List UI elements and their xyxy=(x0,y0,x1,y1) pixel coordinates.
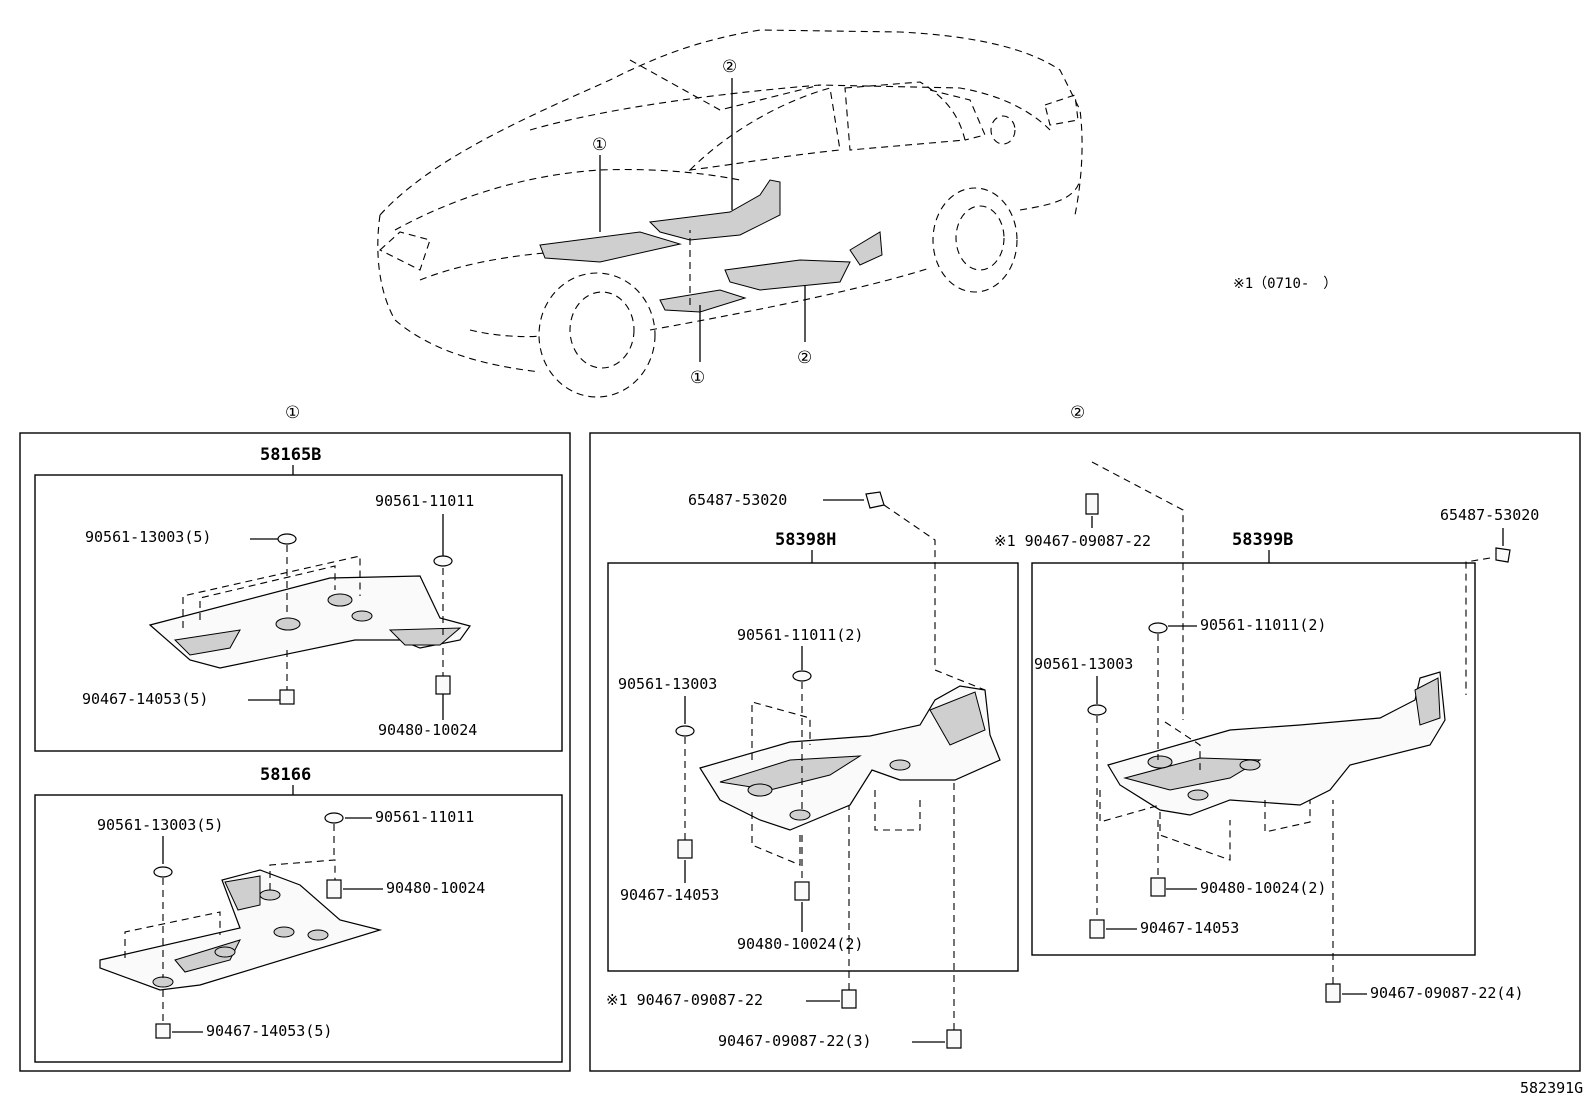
group1a-frame xyxy=(34,474,563,752)
group1b-title: 58166 xyxy=(260,765,311,785)
part-90467-14053-d: 90467-14053 xyxy=(1140,919,1239,937)
car-marker-1-bottom: ① xyxy=(690,368,705,388)
part-90480-10024-2-a: 90480-10024(2) xyxy=(737,935,863,953)
group1-frame xyxy=(19,432,571,1072)
clip-65487-53020-left: 65487-53020 xyxy=(688,491,787,509)
part-90561-11011-b: 90561-11011 xyxy=(375,808,474,826)
group2a-panel xyxy=(699,685,1001,866)
diagram-code: 582391G xyxy=(1520,1079,1583,1097)
group2a-title: 58398H xyxy=(775,530,836,550)
part-90561-13003-d: 90561-13003 xyxy=(1034,655,1133,673)
part-90480-10024-b: 90480-10024 xyxy=(386,879,485,897)
clip-90467-09087-22-4: 90467-09087-22(4) xyxy=(1370,984,1524,1002)
group2b-hardware xyxy=(1087,622,1168,939)
part-90561-13003-c: 90561-13003 xyxy=(618,675,717,693)
clip-65487-53020-right: 65487-53020 xyxy=(1440,506,1539,524)
group2-marker: ② xyxy=(1070,403,1085,423)
group1a-panel xyxy=(148,555,471,669)
clip-90467-09087-22-top: ※1 90467-09087-22 xyxy=(994,532,1151,550)
group1a-title: 58165B xyxy=(260,445,321,465)
part-90561-11011-a: 90561-11011 xyxy=(375,492,474,510)
part-90480-10024-a: 90480-10024 xyxy=(378,721,477,739)
group2a-frame xyxy=(607,562,1019,972)
part-90561-11011-2-a: 90561-11011(2) xyxy=(737,626,863,644)
car-callouts: ① ② ① ② xyxy=(592,57,812,388)
group1b-hardware xyxy=(153,812,344,1039)
group2a-hardware xyxy=(675,670,812,901)
group2b-title: 58399B xyxy=(1232,530,1293,550)
group2b-panel xyxy=(1099,671,1446,861)
clip-90467-09087-22-3: 90467-09087-22(3) xyxy=(718,1032,872,1050)
group1b-panel xyxy=(99,859,383,991)
car-marker-2-top: ② xyxy=(722,57,737,77)
part-90467-14053-c: 90467-14053 xyxy=(620,886,719,904)
group1-marker: ① xyxy=(285,403,300,423)
part-90467-14053-5-a: 90467-14053(5) xyxy=(82,690,208,708)
group1b-frame xyxy=(34,794,563,1063)
car-outline xyxy=(377,29,1083,398)
group1a-hardware xyxy=(277,533,453,705)
car-marker-2-bottom: ② xyxy=(797,348,812,368)
car-under-covers xyxy=(539,179,883,313)
part-90480-10024-2-b: 90480-10024(2) xyxy=(1200,879,1326,897)
part-90561-11011-2-b: 90561-11011(2) xyxy=(1200,616,1326,634)
production-note: ※1（0710- ） xyxy=(1233,276,1337,292)
part-90561-13003-5-a: 90561-13003(5) xyxy=(85,528,211,546)
group2b-frame xyxy=(1031,562,1476,956)
group2-frame xyxy=(589,432,1581,1072)
car-marker-1-top: ① xyxy=(592,135,607,155)
part-90561-13003-5-b: 90561-13003(5) xyxy=(97,816,223,834)
clip-90467-09087-22-bottom-left: ※1 90467-09087-22 xyxy=(606,991,763,1009)
part-90467-14053-5-b: 90467-14053(5) xyxy=(206,1022,332,1040)
